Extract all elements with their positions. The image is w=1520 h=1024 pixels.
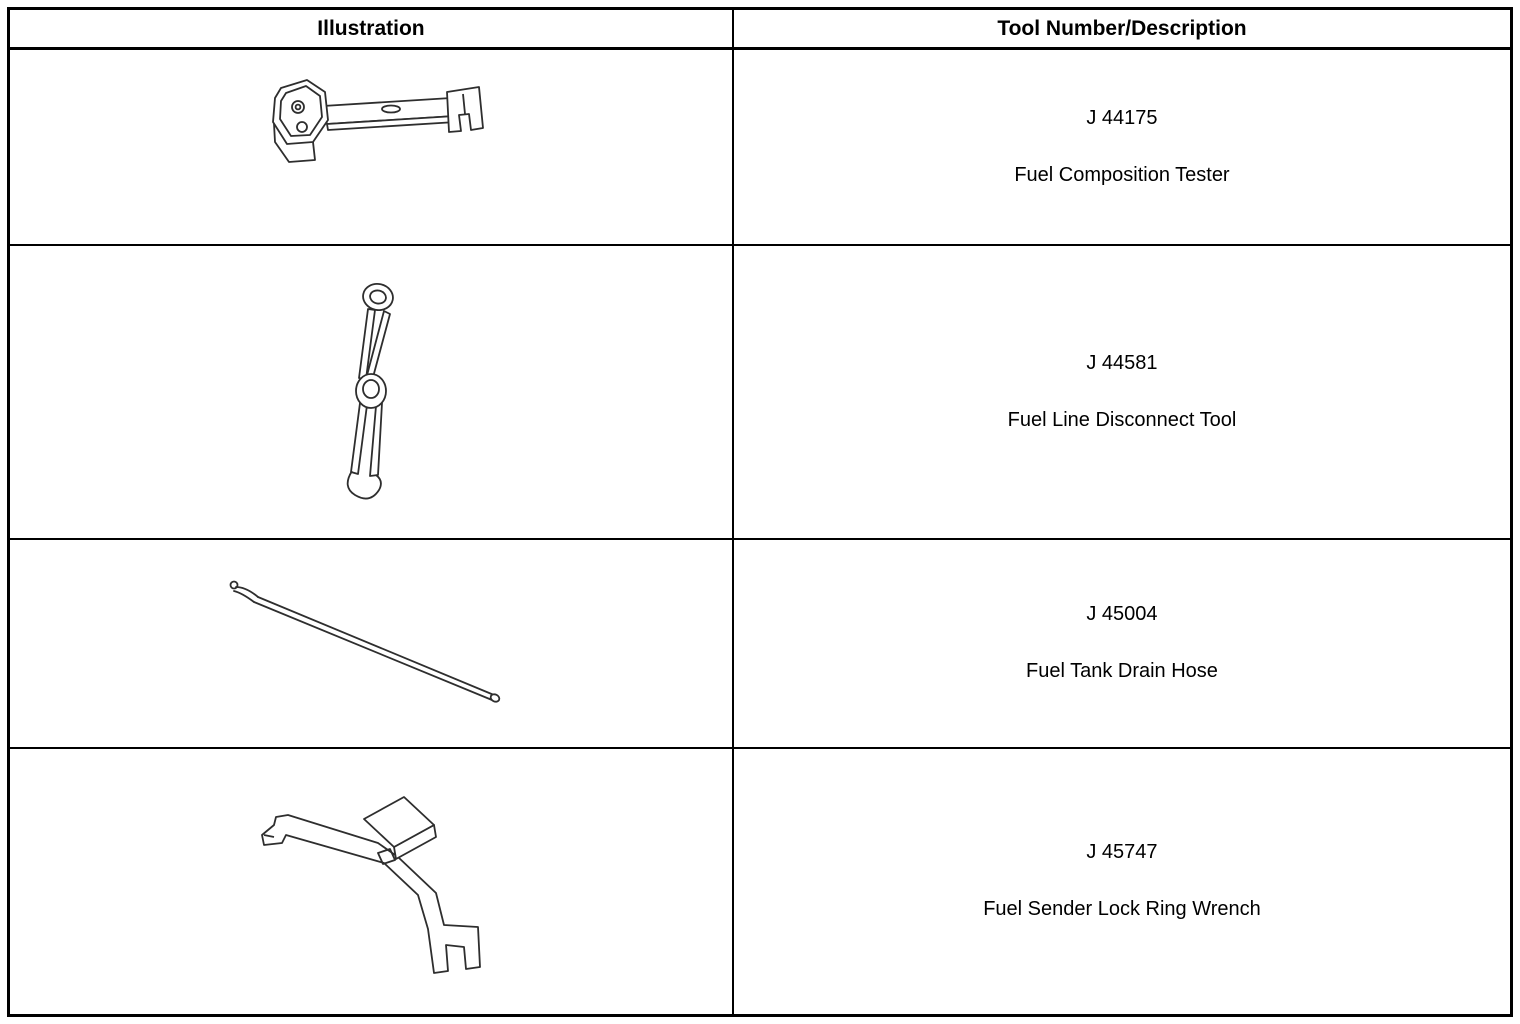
fuel-tank-drain-hose-illustration-icon (229, 581, 501, 704)
column-header-tool-number-description: Tool Number/Description (731, 7, 1513, 50)
tool-number: J 44581 (1086, 352, 1158, 375)
tool-number: J 45004 (1086, 603, 1158, 626)
fuel-composition-tester-illustration-icon (272, 79, 484, 163)
tool-number: J 44175 (1086, 107, 1158, 130)
column-header-illustration: Illustration (7, 7, 734, 50)
fuel-sender-lock-ring-wrench-illustration-icon (261, 796, 481, 974)
tool-description: Fuel Line Disconnect Tool (1007, 409, 1237, 432)
tool-info-cell: J 45004 Fuel Tank Drain Hose (731, 538, 1513, 749)
tool-info-cell: J 45747 Fuel Sender Lock Ring Wrench (731, 746, 1513, 1017)
illustration-cell (7, 244, 734, 541)
table-row: J 45004 Fuel Tank Drain Hose (7, 538, 1513, 749)
tool-info-cell: J 44581 Fuel Line Disconnect Tool (731, 244, 1513, 541)
table-row: J 44581 Fuel Line Disconnect Tool (7, 244, 1513, 541)
tool-number: J 45747 (1086, 841, 1158, 864)
illustration-cell (7, 47, 734, 247)
table-row: J 45747 Fuel Sender Lock Ring Wrench (7, 746, 1513, 1017)
tool-description: Fuel Tank Drain Hose (1025, 660, 1218, 683)
illustration-cell (7, 746, 734, 1017)
tool-description: Fuel Sender Lock Ring Wrench (983, 898, 1261, 921)
header-row: Illustration Tool Number/Description (7, 7, 1513, 50)
tool-info-cell: J 44175 Fuel Composition Tester (731, 47, 1513, 247)
table-row: J 44175 Fuel Composition Tester (7, 47, 1513, 247)
fuel-line-disconnect-tool-illustration-icon (346, 283, 394, 500)
special-tools-table: Illustration Tool Number/Description (7, 7, 1513, 1017)
illustration-cell (7, 538, 734, 749)
tool-description: Fuel Composition Tester (1014, 164, 1230, 187)
